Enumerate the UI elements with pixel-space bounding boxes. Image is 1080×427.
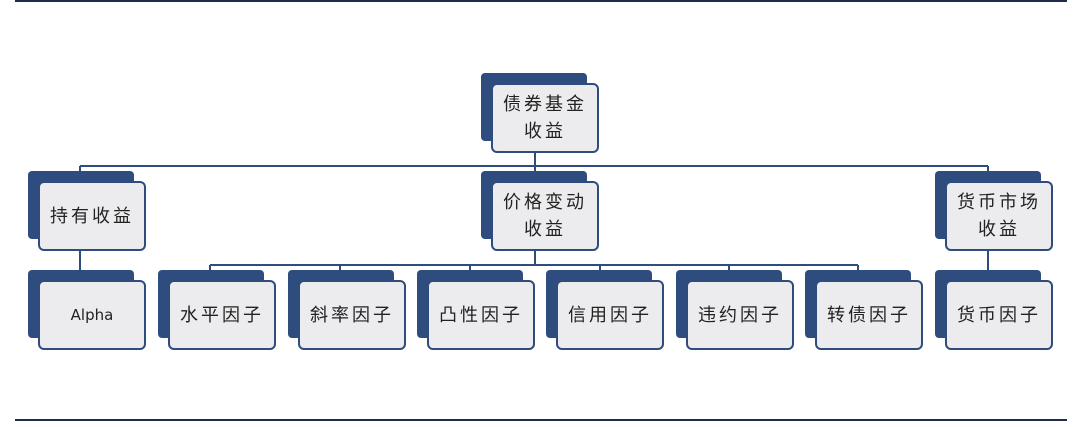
node-money-market-return-label: 货币市场 收益 <box>945 181 1053 251</box>
top-rule <box>15 0 1067 2</box>
node-alpha-label: Alpha <box>38 280 146 350</box>
node-currency-factor-label: 货币因子 <box>945 280 1053 350</box>
node-slope-factor-label: 斜率因子 <box>298 280 406 350</box>
node-convexity-factor-label: 凸性因子 <box>427 280 535 350</box>
node-convertible-factor-label: 转债因子 <box>815 280 923 350</box>
node-price-change-return-label: 价格变动 收益 <box>491 181 599 251</box>
node-holding-return-label: 持有收益 <box>38 181 146 251</box>
node-default-factor-label: 违约因子 <box>686 280 794 350</box>
bottom-rule <box>15 419 1067 421</box>
node-root-label: 债券基金 收益 <box>491 83 599 153</box>
node-level-factor-label: 水平因子 <box>168 280 276 350</box>
node-credit-factor-label: 信用因子 <box>556 280 664 350</box>
